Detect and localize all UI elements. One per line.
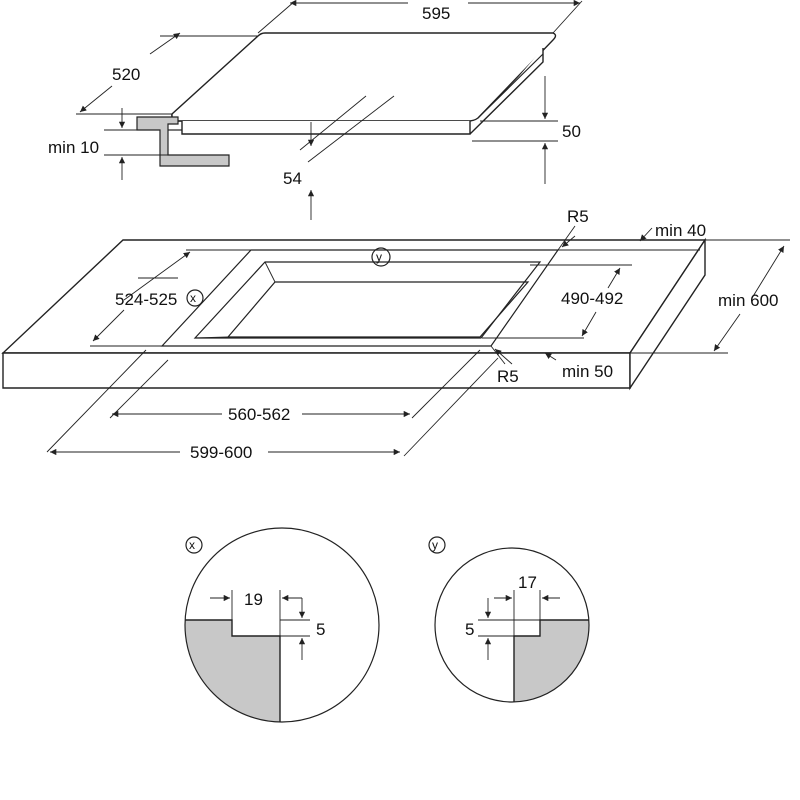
dim-min-gap: min 10 [48,138,99,157]
hob-body [181,48,544,135]
detail-x: x 19 5 [184,527,380,723]
hob-glass-top [171,32,557,122]
worktop-drawing: R5 min 40 min 600 490-492 R5 min 50 524-… [1,207,790,462]
detail-x-tag: x [189,538,195,552]
detail-y-section [513,619,589,702]
detail-x-width: 19 [244,590,263,609]
detail-x-tag-circle [185,536,203,554]
hob-body-side [477,53,544,119]
dim-min-back: min 40 [655,221,706,240]
detail-y-tag: y [432,538,438,552]
dim-min-depth: min 600 [718,291,778,310]
detail-y: y 17 5 [428,536,590,703]
marker-x-label: x [190,291,196,305]
dim-radius-top: R5 [567,207,589,226]
cutout-inner-step [193,261,542,339]
dim-hob-under: 54 [283,169,302,188]
detail-x-depth: 5 [316,620,325,639]
dim-radius-bottom: R5 [497,367,519,386]
dim-min-front: min 50 [562,362,613,381]
detail-y-depth: 5 [465,620,474,639]
marker-x-circle [186,289,204,307]
detail-x-section [185,619,281,722]
dim-outer-width: 599-600 [190,443,252,462]
dim-cutout-width: 560-562 [228,405,290,424]
hob-drawing: 595 520 min 10 50 54 [48,0,583,220]
detail-y-circle [434,547,590,703]
detail-y-width: 17 [518,573,537,592]
marker-y-label: y [376,250,382,264]
dim-hob-height: 50 [562,122,581,141]
marker-y-circle [371,247,391,267]
cutout-opening [226,281,530,338]
detail-y-tag-circle [428,536,446,554]
worktop-front-face [2,352,631,389]
detail-x-circle [184,527,380,723]
dim-outer-depth: 524-525 [115,290,177,309]
dim-cutout-depth: 490-492 [561,289,623,308]
dim-hob-width: 595 [422,4,450,23]
worktop-side-face [629,237,706,391]
dim-hob-depth: 520 [112,65,140,84]
